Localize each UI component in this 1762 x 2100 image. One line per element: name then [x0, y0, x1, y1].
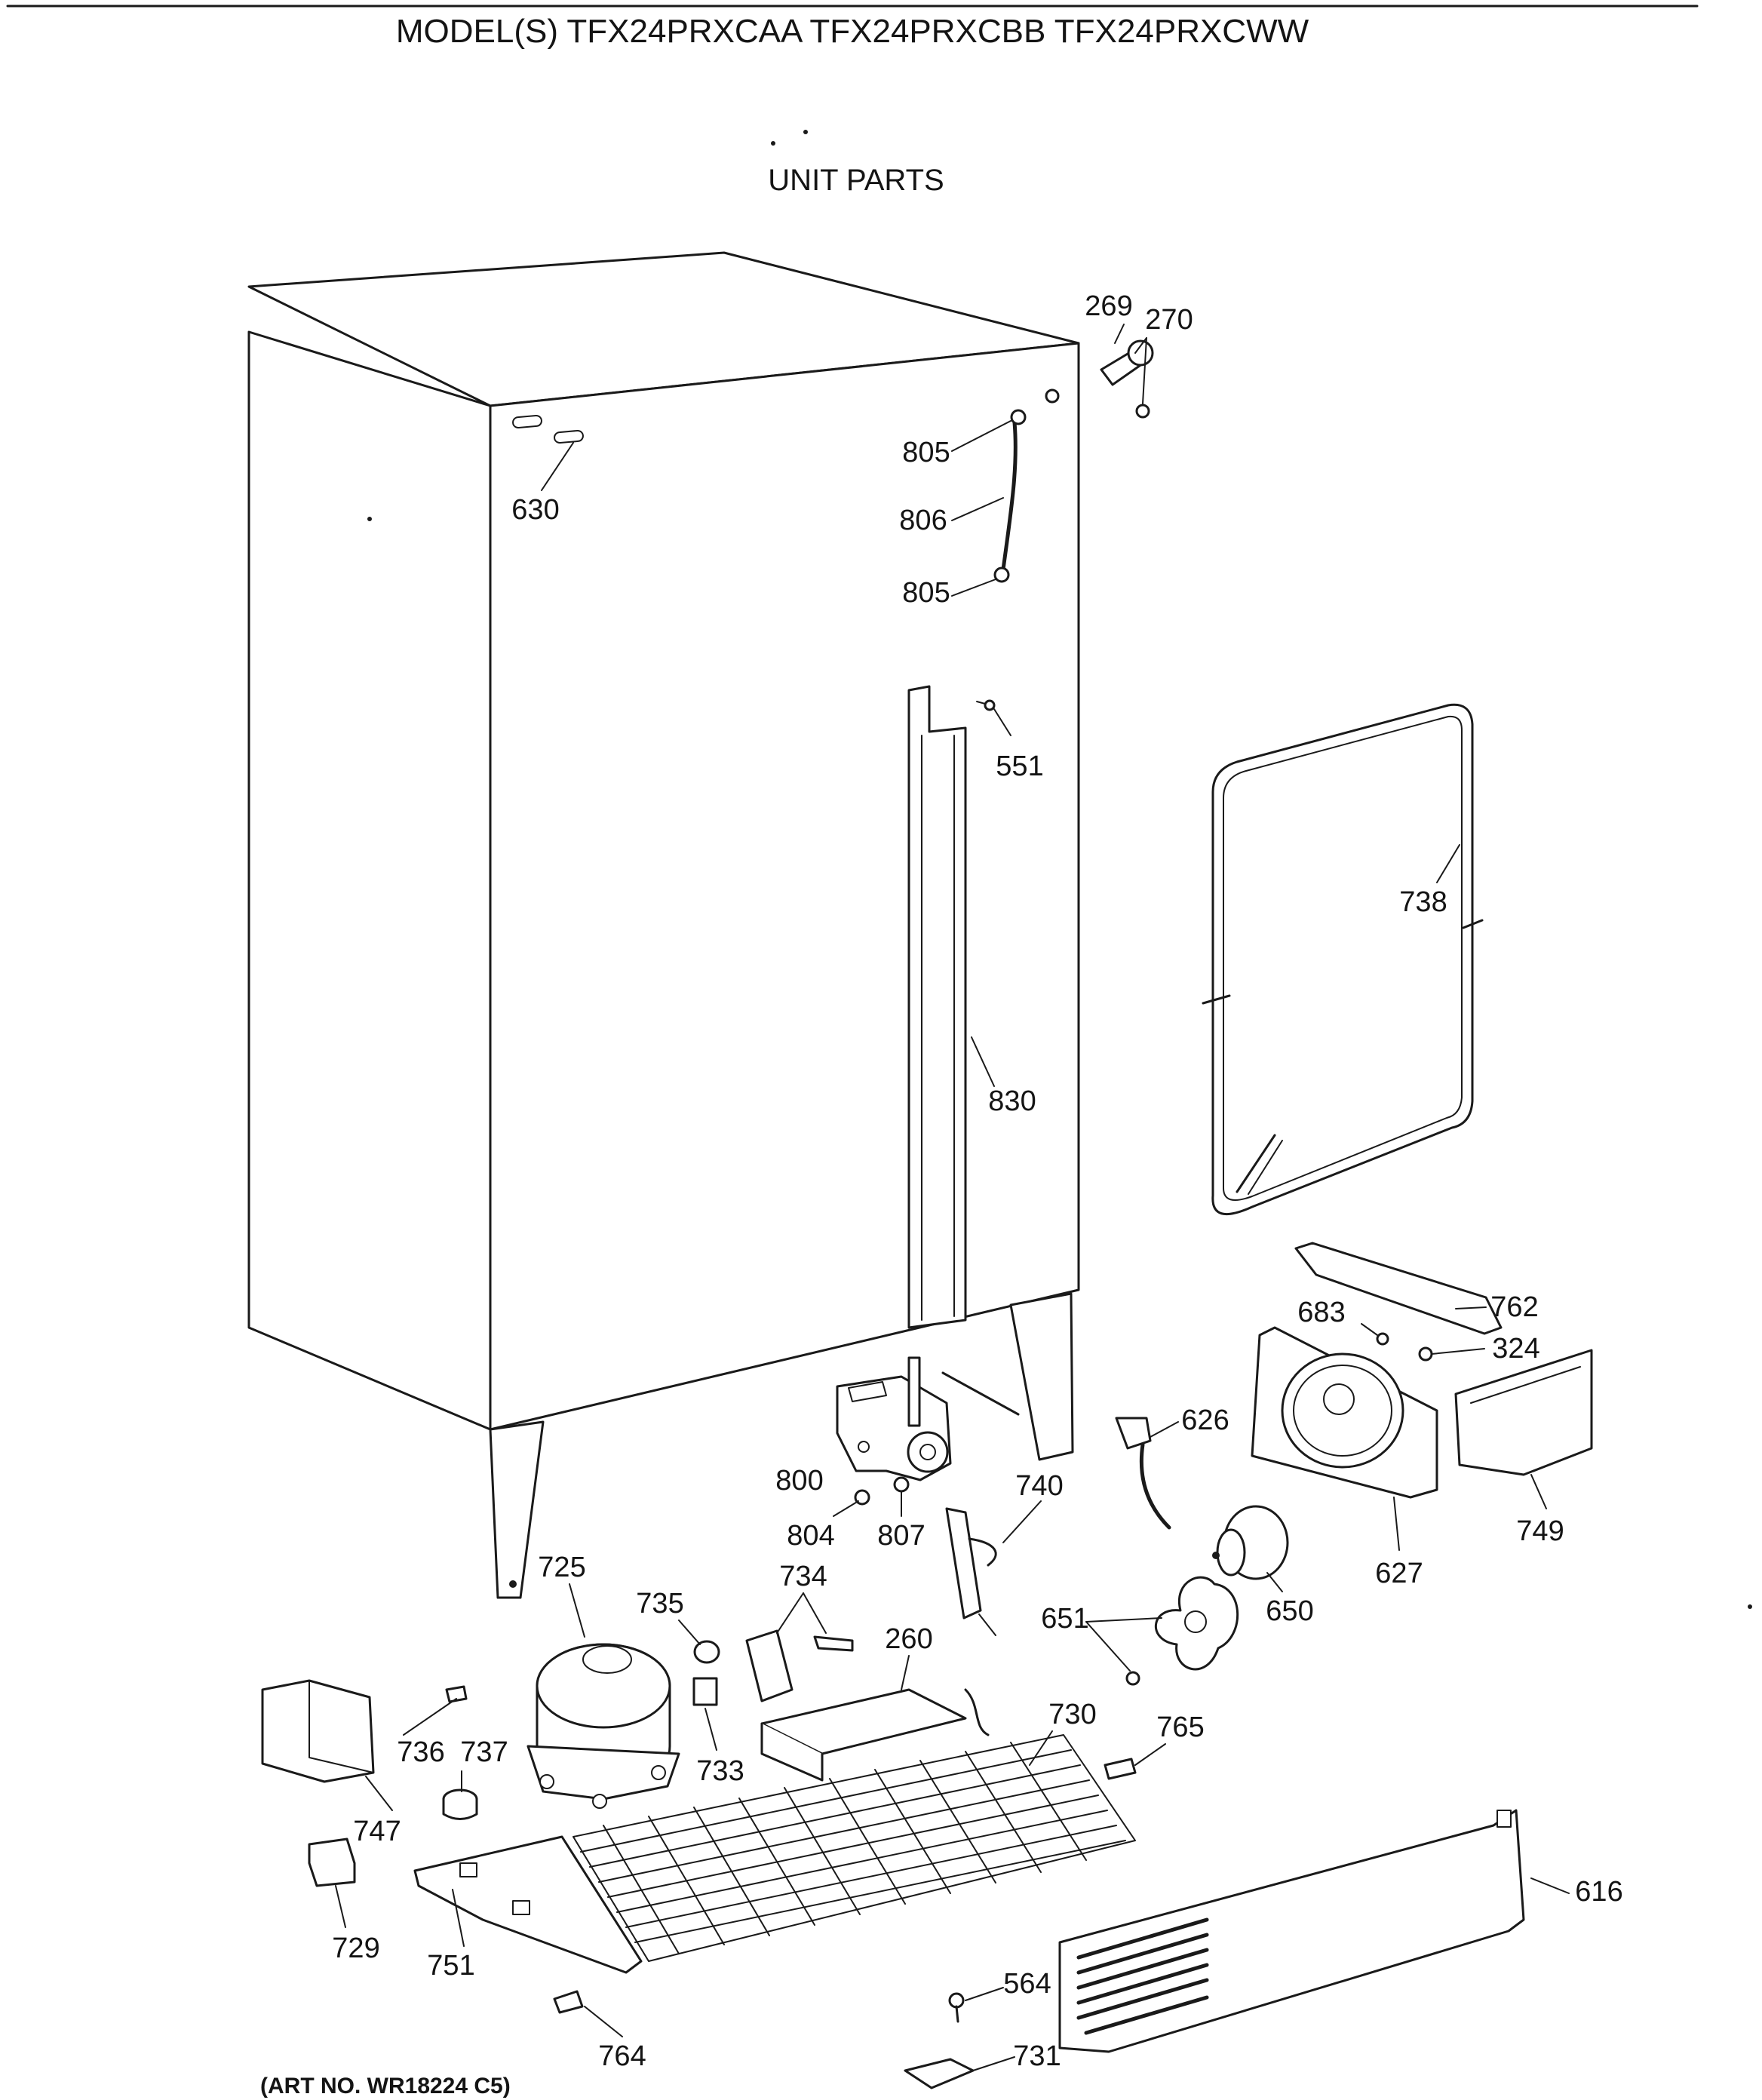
callout-751: 751 [427, 1950, 474, 1982]
callout-733: 733 [696, 1755, 744, 1787]
water-valve-800 [836, 1356, 952, 1481]
scan-dot [803, 130, 808, 134]
fan-blade-651 [1125, 1576, 1239, 1686]
callout-270: 270 [1145, 304, 1193, 336]
scan-dot [367, 517, 372, 521]
callout-804: 804 [787, 1520, 834, 1552]
callout-616: 616 [1575, 1876, 1622, 1908]
callout-830: 830 [988, 1085, 1036, 1117]
callout-749: 749 [1516, 1515, 1564, 1547]
callout-731: 731 [1013, 2040, 1061, 2072]
screw-564 [948, 1992, 965, 2023]
section-title: UNIT PARTS [768, 164, 944, 197]
clip-736 [445, 1685, 468, 1703]
tube-assembly-805-806 [993, 409, 1027, 583]
callout-735: 735 [636, 1588, 683, 1620]
callout-260: 260 [885, 1623, 932, 1655]
callout-labels: 269 270 805 806 805 630 551 738 830 762 … [332, 290, 1622, 2072]
callout-805-bottom: 805 [902, 577, 950, 609]
screw-683 [1376, 1332, 1389, 1346]
callout-737: 737 [460, 1736, 508, 1768]
art-number: (ART NO. WR18224 C5) [260, 2074, 511, 2098]
clip-764 [553, 1990, 584, 2014]
callout-730: 730 [1048, 1699, 1096, 1730]
callout-324: 324 [1492, 1333, 1539, 1365]
insulation-strip-762 [1294, 1242, 1503, 1335]
refrigerator-cabinet [247, 251, 1080, 1599]
callout-650: 650 [1266, 1595, 1313, 1627]
callout-806: 806 [899, 505, 947, 536]
callout-765: 765 [1156, 1712, 1204, 1743]
callout-551: 551 [996, 751, 1043, 782]
grommet-737 [442, 1788, 478, 1820]
fan-motor-650 [1212, 1505, 1289, 1580]
callout-805-top: 805 [902, 437, 950, 468]
relay-734 [745, 1629, 854, 1702]
leader-lines [335, 324, 1570, 2071]
callout-807: 807 [877, 1520, 925, 1552]
bracket-731 [904, 2058, 975, 2089]
callout-736: 736 [397, 1736, 444, 1768]
power-cord-626 [1115, 1417, 1171, 1530]
callout-651: 651 [1041, 1603, 1088, 1635]
thermostat-740 [945, 1507, 997, 1636]
callout-269: 269 [1085, 290, 1132, 322]
part-807 [893, 1476, 910, 1493]
callout-630: 630 [511, 494, 559, 526]
condenser-coil-730 [572, 1688, 1136, 1962]
scan-dot [771, 141, 775, 146]
cover-747 [261, 1679, 375, 1783]
screw-324 [1418, 1346, 1433, 1362]
base-pan-751 [413, 1835, 643, 1974]
compressor-725 [526, 1643, 680, 1809]
callout-734: 734 [779, 1561, 827, 1592]
callout-747: 747 [353, 1816, 401, 1847]
capacitor-733 [692, 1677, 718, 1706]
callout-725: 725 [538, 1552, 585, 1583]
fan-shroud-627 [1251, 1326, 1438, 1499]
callout-626: 626 [1181, 1405, 1229, 1436]
callout-627: 627 [1375, 1558, 1423, 1589]
grommet-735 [693, 1640, 720, 1664]
callout-740: 740 [1015, 1470, 1063, 1502]
grille-616 [1058, 1809, 1525, 2053]
callout-729: 729 [332, 1933, 379, 1964]
clip-765 [1104, 1758, 1137, 1780]
callout-800: 800 [775, 1465, 823, 1497]
callout-683: 683 [1297, 1297, 1345, 1328]
drain-pan-260 [760, 1688, 967, 1782]
heater-loop-738 [1202, 703, 1484, 1216]
callout-762: 762 [1490, 1291, 1538, 1323]
scan-dot [1748, 1604, 1752, 1609]
callout-564: 564 [1003, 1968, 1051, 2000]
cover-panel-749 [1454, 1349, 1593, 1476]
screw-551 [976, 699, 996, 711]
callout-764: 764 [598, 2040, 646, 2072]
callout-738: 738 [1399, 886, 1447, 918]
junction-box-729 [308, 1838, 356, 1887]
models-line: MODEL(S) TFX24PRXCAA TFX24PRXCBB TFX24PR… [396, 13, 1309, 50]
mullion-divider-830 [907, 685, 967, 1329]
